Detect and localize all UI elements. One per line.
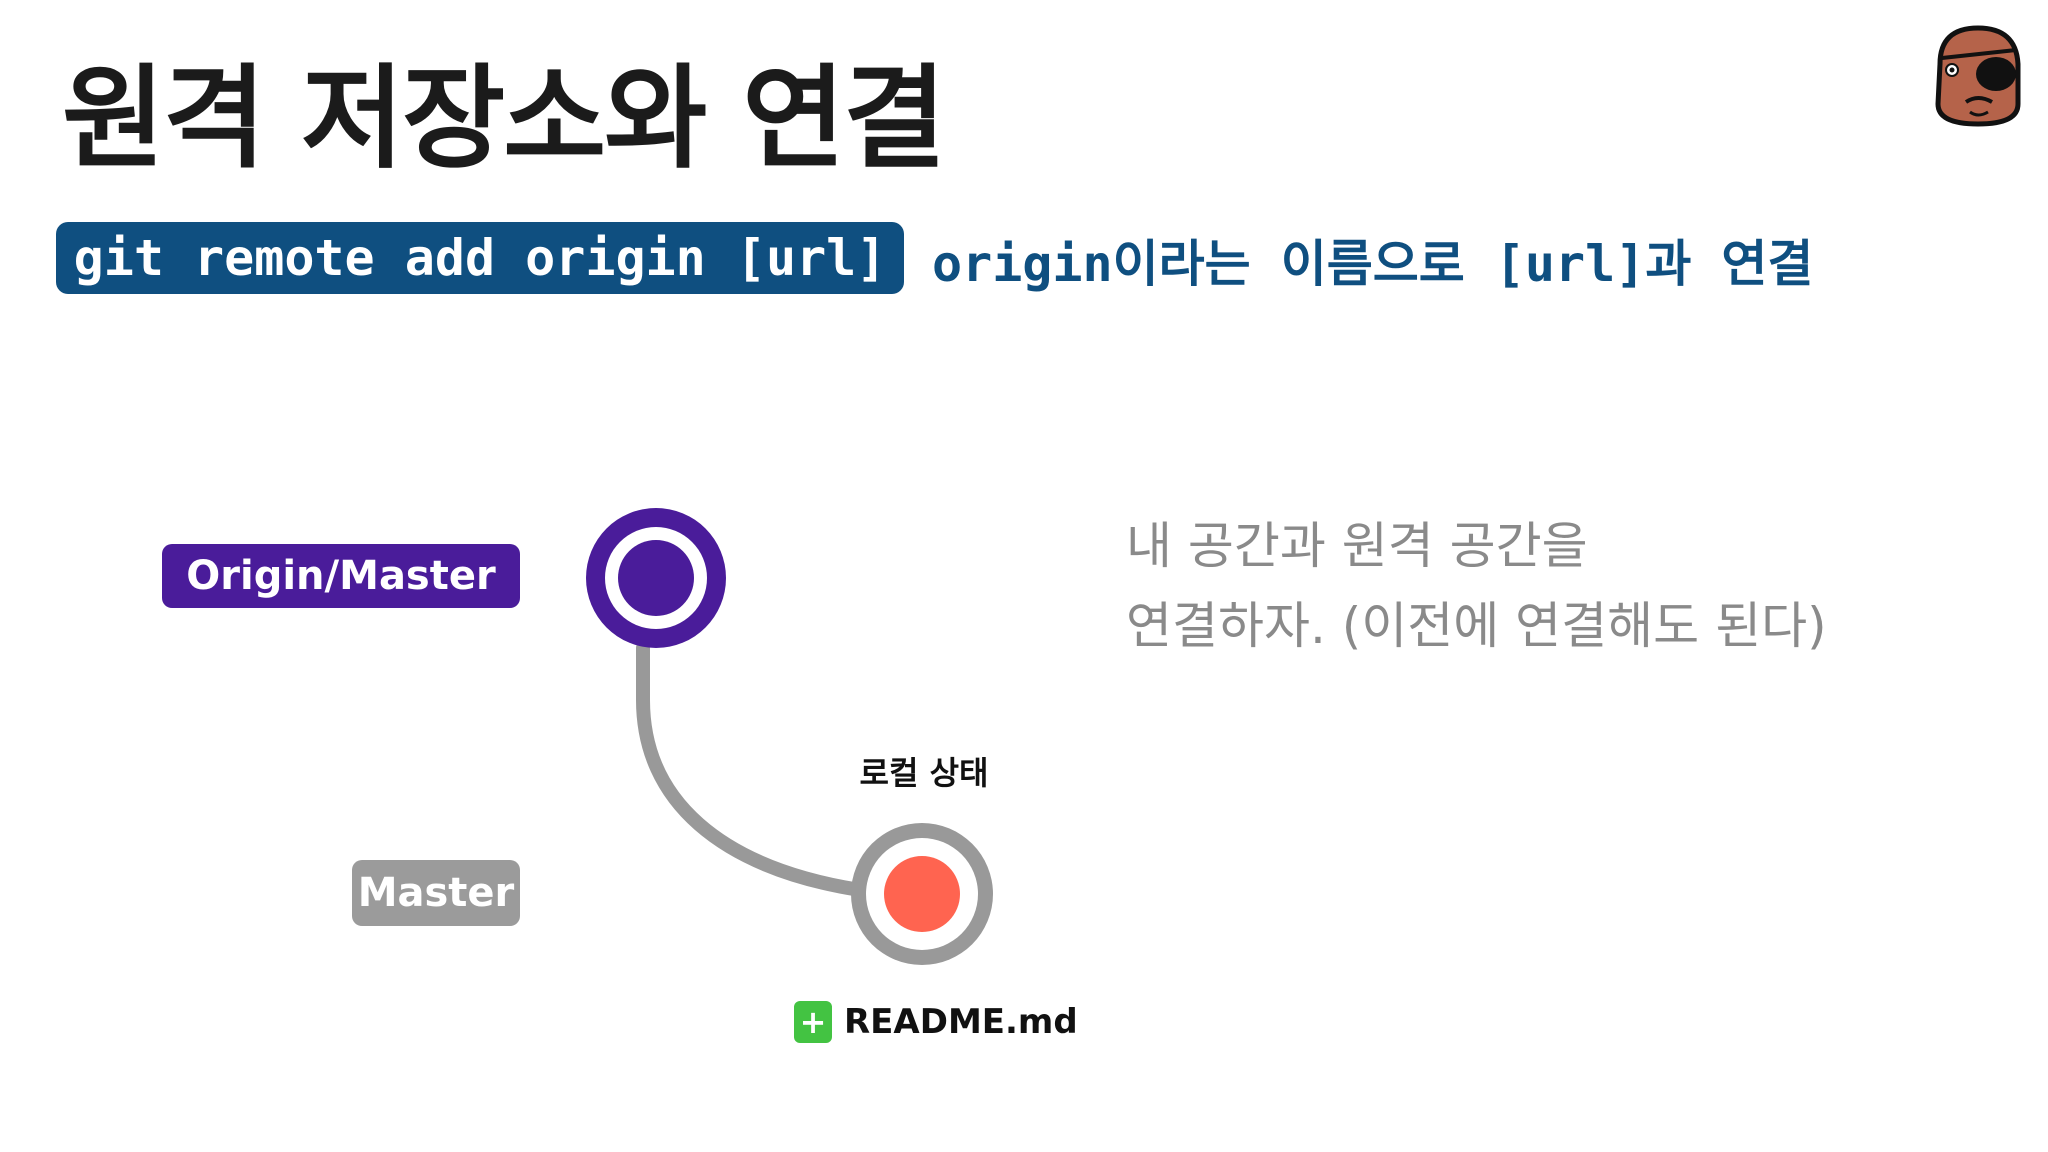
local-state-label: 로컬 상태 — [859, 754, 989, 792]
branch-connector-line — [636, 641, 867, 897]
eyepatch-face-icon — [1935, 25, 2021, 127]
command-code: git remote add origin [url] — [73, 229, 887, 287]
plus-icon: + — [794, 1001, 832, 1043]
command-description: origin이라는 이름으로 [url]과 연결 — [932, 235, 1814, 293]
explanation-note: 내 공간과 원격 공간을 연결하자. (이전에 연결해도 된다) — [1126, 506, 1827, 666]
origin-master-commit-node — [586, 508, 726, 648]
master-label: Master — [352, 860, 520, 926]
note-line-2: 연결하자. (이전에 연결해도 된다) — [1126, 597, 1827, 655]
local-commit-node — [851, 823, 993, 965]
note-line-1: 내 공간과 원격 공간을 — [1126, 517, 1588, 575]
slide-title: 원격 저장소와 연결 — [62, 54, 946, 184]
added-file-row: + README.md — [794, 998, 1078, 1046]
file-name: README.md — [844, 1002, 1078, 1042]
command-pill: git remote add origin [url] — [56, 222, 904, 294]
origin-master-label: Origin/Master — [162, 544, 520, 608]
